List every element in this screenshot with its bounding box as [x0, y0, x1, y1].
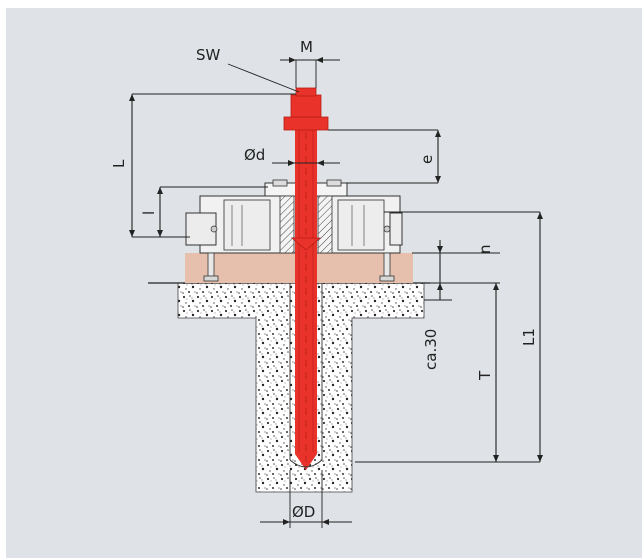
- label-l-upper: L: [110, 159, 128, 168]
- label-l1: L1: [520, 328, 538, 346]
- anchor-bolt: [283, 87, 329, 470]
- dimension-lines: [129, 57, 543, 528]
- label-e: e: [418, 155, 436, 164]
- label-phi-D: ØD: [292, 503, 315, 521]
- label-ca30: ca.30: [422, 329, 440, 370]
- label-sw: SW: [196, 46, 221, 64]
- drill-hole-bottom: [289, 459, 323, 468]
- label-phi-d: Ød: [244, 146, 265, 164]
- label-l-lower: l: [140, 211, 158, 215]
- label-t: T: [476, 370, 494, 381]
- label-m: M: [300, 38, 313, 56]
- label-n: n: [476, 244, 494, 254]
